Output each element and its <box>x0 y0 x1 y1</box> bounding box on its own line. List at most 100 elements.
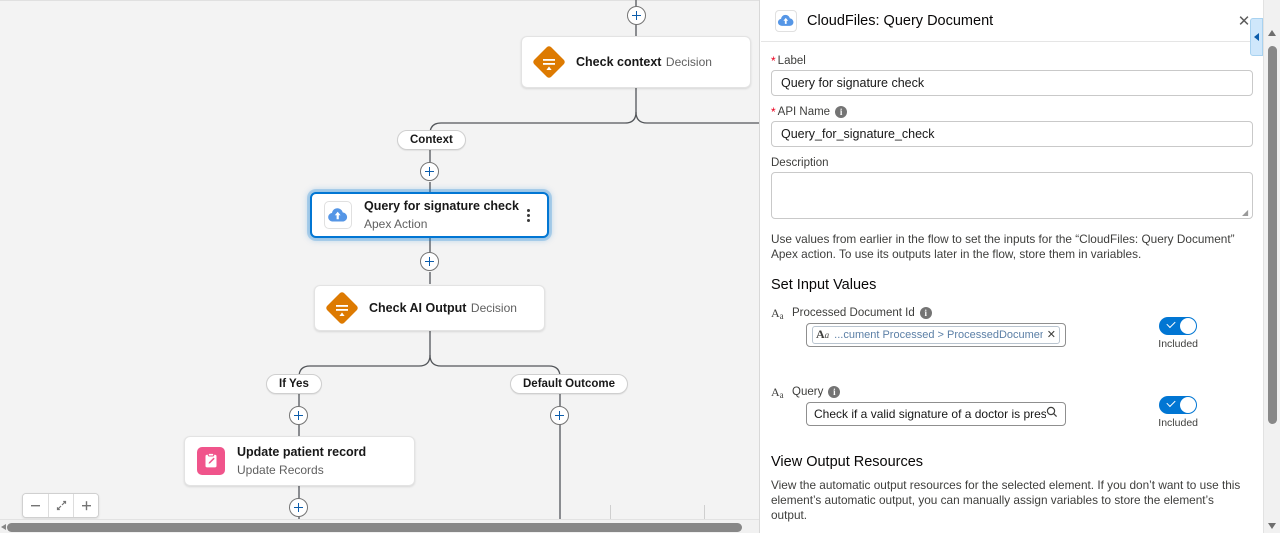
cloudfiles-apex-icon <box>775 9 797 32</box>
input-control-wrap: Aa ...cument Processed > ProcessedDocume… <box>806 323 1066 347</box>
flow-node-subtitle: Apex Action <box>364 217 428 231</box>
scroll-left-arrow-icon[interactable] <box>1 524 6 530</box>
close-icon[interactable]: ✕ <box>1237 12 1251 30</box>
api-name-input[interactable]: Query_for_signature_check <box>771 121 1253 147</box>
api-name-input-value: Query_for_signature_check <box>781 127 935 141</box>
panel-scroll-thumb[interactable] <box>1268 46 1277 424</box>
canvas-zoom-controls[interactable] <box>22 493 99 518</box>
remove-pill-icon[interactable]: ✕ <box>1046 328 1056 341</box>
resource-pill-text: ...cument Processed > ProcessedDocumentI… <box>834 329 1043 341</box>
included-toggle[interactable] <box>1159 396 1198 414</box>
collapse-panel-button[interactable] <box>1250 18 1263 56</box>
connector-label-text: Context <box>410 134 453 146</box>
flow-node-text: Check context Decision <box>576 53 738 71</box>
panel-vertical-scrollbar[interactable] <box>1263 0 1280 533</box>
included-toggle-label: Included <box>1158 417 1198 429</box>
flow-node-query-for-signature-check[interactable]: Query for signature check Apex Action <box>310 192 549 238</box>
add-element-button[interactable] <box>627 6 646 25</box>
add-element-button[interactable] <box>420 162 439 181</box>
flow-canvas[interactable]: Context If Yes Default Outcome <box>0 0 760 533</box>
input-control-wrap: Check if a valid signature of a doctor i… <box>806 402 1066 426</box>
toggle-knob <box>1180 397 1197 413</box>
canvas-hscroll-thumb[interactable] <box>7 523 742 532</box>
flow-node-text: Check AI Output Decision <box>369 299 532 317</box>
add-element-button[interactable] <box>289 406 308 425</box>
flow-node-menu-icon[interactable] <box>521 207 535 224</box>
panel-header: CloudFiles: Query Document ✕ <box>761 0 1263 42</box>
description-field-label: Description <box>771 157 1253 169</box>
input-label: Processed Document Id i <box>792 307 1253 319</box>
text-type-icon: Aa <box>771 385 784 400</box>
canvas-horizontal-scrollbar[interactable] <box>0 519 759 533</box>
input-row-processed-document-id: Aa Processed Document Id i Aa ...cument … <box>771 306 1253 350</box>
api-name-field-label: * API Name i <box>771 106 1253 118</box>
label-input[interactable]: Query for signature check <box>771 70 1253 96</box>
scroll-down-arrow-icon[interactable] <box>1268 523 1276 529</box>
zoom-to-fit-button[interactable] <box>48 494 73 517</box>
info-icon[interactable]: i <box>919 307 932 319</box>
update-records-icon <box>197 447 225 475</box>
processed-document-id-input[interactable]: Aa ...cument Processed > ProcessedDocume… <box>806 323 1066 347</box>
flow-node-title: Query for signature check <box>364 199 519 213</box>
flow-node-check-ai-output[interactable]: Check AI Output Decision <box>314 285 545 331</box>
connector-label-text: Default Outcome <box>523 378 616 390</box>
info-icon[interactable]: i <box>828 386 841 398</box>
panel-title: CloudFiles: Query Document <box>807 12 994 29</box>
text-type-icon: Aa <box>816 327 830 341</box>
description-textarea[interactable]: ◢ <box>771 172 1253 219</box>
label-text: Query <box>792 386 824 398</box>
query-input[interactable]: Check if a valid signature of a doctor i… <box>806 402 1066 426</box>
included-toggle-group-processed-document-id: Included <box>1158 317 1198 350</box>
resize-handle-icon[interactable]: ◢ <box>1242 208 1249 217</box>
check-icon <box>1166 318 1176 329</box>
connector-label-default-outcome[interactable]: Default Outcome <box>510 374 629 394</box>
input-row-query: Aa Query i Check if a valid signature of… <box>771 385 1253 429</box>
query-input-value: Check if a valid signature of a doctor i… <box>814 407 1046 421</box>
included-toggle-group-query: Included <box>1158 396 1198 429</box>
flow-node-subtitle: Update Records <box>237 463 324 477</box>
add-element-button[interactable] <box>289 498 308 517</box>
add-element-button[interactable] <box>420 252 439 271</box>
check-icon <box>1166 397 1176 408</box>
set-input-values-heading: Set Input Values <box>771 277 877 293</box>
info-icon[interactable]: i <box>835 106 848 118</box>
required-asterisk-icon: * <box>771 53 776 68</box>
field-description-group: Description ◢ <box>771 157 1253 219</box>
flow-node-update-patient-record[interactable]: Update patient record Update Records <box>184 436 415 486</box>
field-label-group: * Label Query for signature check <box>771 55 1253 96</box>
label-text: Description <box>771 157 829 169</box>
flow-node-title: Update patient record <box>237 445 367 459</box>
cloudfiles-apex-icon <box>324 201 352 229</box>
zoom-in-button[interactable] <box>73 494 98 517</box>
search-icon[interactable] <box>1046 405 1058 423</box>
field-api-name-group: * API Name i Query_for_signature_check <box>771 106 1253 147</box>
flow-node-subtitle: Decision <box>470 301 517 315</box>
flow-node-subtitle: Decision <box>665 55 712 69</box>
included-toggle[interactable] <box>1159 317 1198 335</box>
toggle-knob <box>1180 318 1197 334</box>
flow-node-title: Check context <box>576 55 662 69</box>
zoom-out-button[interactable] <box>23 494 48 517</box>
included-toggle-label: Included <box>1158 338 1198 350</box>
flow-node-check-context[interactable]: Check context Decision <box>521 36 751 88</box>
flow-node-text: Query for signature check Apex Action <box>364 197 521 233</box>
text-type-icon: Aa <box>771 306 784 321</box>
connector-label-text: If Yes <box>279 378 309 390</box>
connector-label-if-yes[interactable]: If Yes <box>266 374 322 394</box>
decision-diamond-icon <box>325 291 359 325</box>
chevron-left-icon <box>1254 33 1259 41</box>
panel-body: * Label Query for signature check * API … <box>761 43 1263 533</box>
scroll-up-arrow-icon[interactable] <box>1268 30 1276 36</box>
decision-diamond-icon <box>532 45 566 79</box>
input-label: Query i <box>792 386 1253 398</box>
apex-action-help-text: Use values from earlier in the flow to s… <box>771 232 1235 261</box>
flow-canvas-inner: Context If Yes Default Outcome <box>22 0 759 533</box>
label-field-label: * Label <box>771 53 1253 68</box>
add-element-button[interactable] <box>550 406 569 425</box>
connector-label-context[interactable]: Context <box>397 130 466 150</box>
resource-pill[interactable]: Aa ...cument Processed > ProcessedDocume… <box>812 326 1060 344</box>
element-properties-panel: CloudFiles: Query Document ✕ * Label Que… <box>761 0 1263 533</box>
label-text: Label <box>777 55 806 67</box>
label-text: API Name <box>777 106 831 118</box>
